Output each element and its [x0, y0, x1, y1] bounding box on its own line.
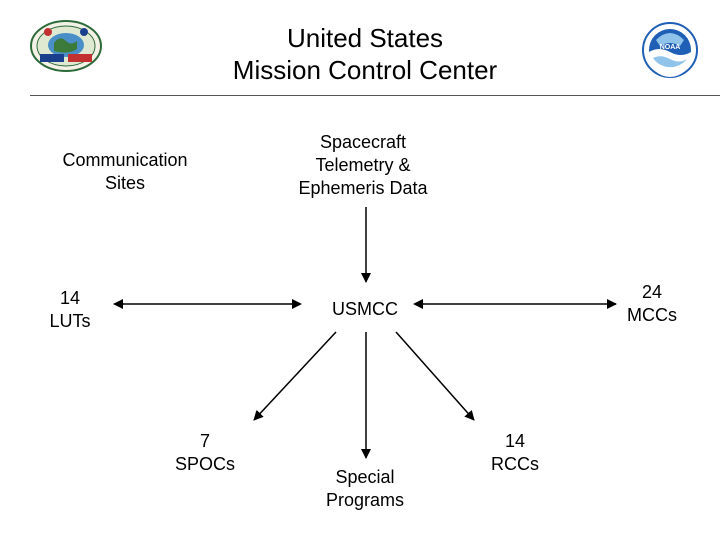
node-special-programs: Special Programs: [300, 466, 430, 512]
node-spocs-label: SPOCs: [174, 454, 235, 474]
node-spocs-count: 7: [199, 431, 210, 451]
node-communication-sites-line-1: Communication: [62, 150, 188, 170]
node-spacecraft-data-line-1: Spacecraft: [319, 132, 407, 152]
arrow-usmcc-to-spocs: [253, 331, 337, 421]
node-usmcc-label: USMCC: [332, 299, 398, 319]
title-line-2: Mission Control Center: [232, 55, 498, 85]
node-luts: 14 LUTs: [30, 287, 110, 333]
node-communication-sites: Communication Sites: [40, 149, 210, 195]
node-mccs-count: 24: [641, 282, 663, 302]
cospas-sarsat-logo: [28, 18, 104, 74]
header-divider: [30, 95, 720, 96]
node-rccs: 14 RCCs: [470, 430, 560, 476]
node-special-programs-line-2: Programs: [325, 490, 405, 510]
node-spacecraft-data: Spacecraft Telemetry & Ephemeris Data: [268, 131, 458, 200]
title-line-1: United States: [286, 23, 444, 53]
node-rccs-count: 14: [504, 431, 526, 451]
node-spacecraft-data-line-3: Ephemeris Data: [298, 178, 428, 198]
node-spocs: 7 SPOCs: [150, 430, 260, 476]
node-rccs-label: RCCs: [491, 454, 539, 474]
node-luts-label: LUTs: [49, 311, 91, 331]
node-spacecraft-data-line-2: Telemetry &: [315, 155, 411, 175]
noaa-logo: NOAA: [642, 22, 698, 78]
noaa-logo-text: NOAA: [660, 44, 681, 51]
node-mccs: 24 MCCs: [612, 281, 692, 327]
node-communication-sites-line-2: Sites: [104, 173, 146, 193]
page-title: United States Mission Control Center: [160, 22, 570, 86]
node-mccs-label: MCCs: [627, 305, 677, 325]
node-luts-count: 14: [59, 288, 81, 308]
node-usmcc: USMCC: [305, 298, 425, 321]
arrow-usmcc-to-rccs: [395, 331, 475, 421]
node-special-programs-line-1: Special: [335, 467, 395, 487]
